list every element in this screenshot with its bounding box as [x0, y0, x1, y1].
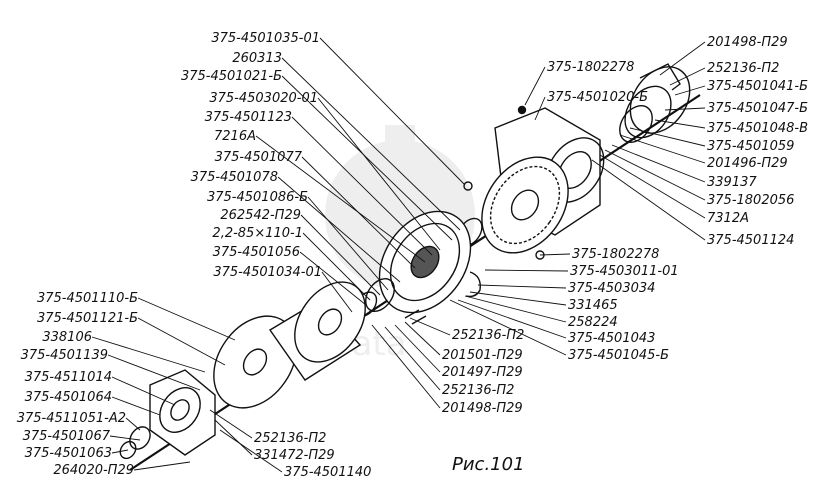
part-label: 331472-П29 [254, 448, 335, 463]
gear-wheel [481, 156, 569, 254]
part-label: 375-4501064 [25, 390, 112, 405]
part-label: 375-4501139 [21, 348, 108, 363]
part-label: 7216А [214, 129, 256, 144]
part-label: 375-4501140 [284, 465, 371, 480]
part-label: 201501-П29 [442, 348, 523, 363]
part-label: 375-4501045-Б [568, 348, 669, 363]
part-label: 375-4501063 [25, 446, 112, 461]
part-label: 375-4511051-А2 [17, 411, 126, 426]
part-label: 375-4501077 [215, 150, 303, 165]
part-label: 375-4501041-Б [707, 79, 808, 94]
part-label: 375-4501035-01 [211, 31, 320, 46]
part-label: 262542-П29 [220, 208, 301, 223]
part-label: 375-4501078 [191, 170, 278, 185]
part-label: 375-4511014 [25, 370, 112, 385]
part-label: 264020-П29 [53, 463, 134, 478]
part-label: 201498-П29 [442, 401, 523, 416]
right-end-cap [619, 63, 691, 143]
figure-caption: Рис.101 [452, 454, 525, 475]
labels-center-bottom: 252136-П2 201501-П29 201497-П29 252136-П… [442, 328, 524, 416]
part-label: 375-4501047-Б [707, 101, 808, 116]
part-label: 331465 [568, 298, 618, 313]
part-label: 375-4501020-Б [547, 90, 648, 105]
part-label: 375-4501034-01 [213, 265, 322, 280]
labels-top-middle: 375-1802278 375-4501020-Б [547, 60, 648, 105]
part-label: 375-4501067 [23, 429, 111, 444]
part-label: 252136-П2 [707, 61, 779, 76]
labels-right: 201498-П29 252136-П2 375-4501041-Б 375-4… [707, 35, 808, 248]
winch-drum [213, 281, 366, 409]
part-label: 375-4501048-В [707, 121, 808, 136]
part-label: 2,2-85×110-1 [212, 226, 303, 241]
part-label: 201496-П29 [707, 156, 788, 171]
part-label: 375-4501021-Б [181, 69, 282, 84]
part-label: 7312А [707, 211, 749, 226]
part-label: 375-4501059 [707, 139, 794, 154]
labels-lower-left: 375-4501110-Б 375-4501121-Б 338106 375-4… [17, 291, 138, 478]
part-label: 375-4503034 [568, 281, 655, 296]
part-label: 260313 [232, 51, 282, 66]
part-label: 375-4503011-01 [570, 264, 679, 279]
part-label: 375-4501124 [707, 233, 794, 248]
part-label: 252136-П2 [442, 383, 514, 398]
leader-lines [91, 37, 706, 473]
part-label: 201497-П29 [442, 365, 523, 380]
labels-right-middle: 375-1802278 375-4503011-01 375-4503034 3… [568, 247, 679, 363]
part-label: 252136-П2 [452, 328, 524, 343]
part-label: 258224 [568, 315, 618, 330]
labels-bottom: 252136-П2 331472-П29 375-4501140 [254, 431, 371, 480]
part-label: 375-1802278 [572, 247, 659, 262]
part-label: 339137 [707, 175, 757, 190]
part-label: 338106 [42, 330, 92, 345]
part-label: 375-4501086-Б [207, 190, 308, 205]
part-label: 375-4501121-Б [37, 311, 138, 326]
part-label: 201498-П29 [707, 35, 788, 50]
part-label: 375-4501123 [205, 110, 292, 125]
part-label: 252136-П2 [254, 431, 326, 446]
part-label: 375-4501110-Б [37, 291, 138, 306]
part-label: 375-4501056 [213, 245, 300, 260]
left-bearing-housing [119, 369, 216, 460]
part-label: 375-4501043 [568, 331, 655, 346]
part-label: 375-4503020-01 [209, 91, 318, 106]
part-label: 375-1802278 [547, 60, 634, 75]
part-label: 375-1802056 [707, 193, 794, 208]
labels-left: 375-4501035-01 260313 375-4501021-Б 375-… [181, 31, 322, 280]
